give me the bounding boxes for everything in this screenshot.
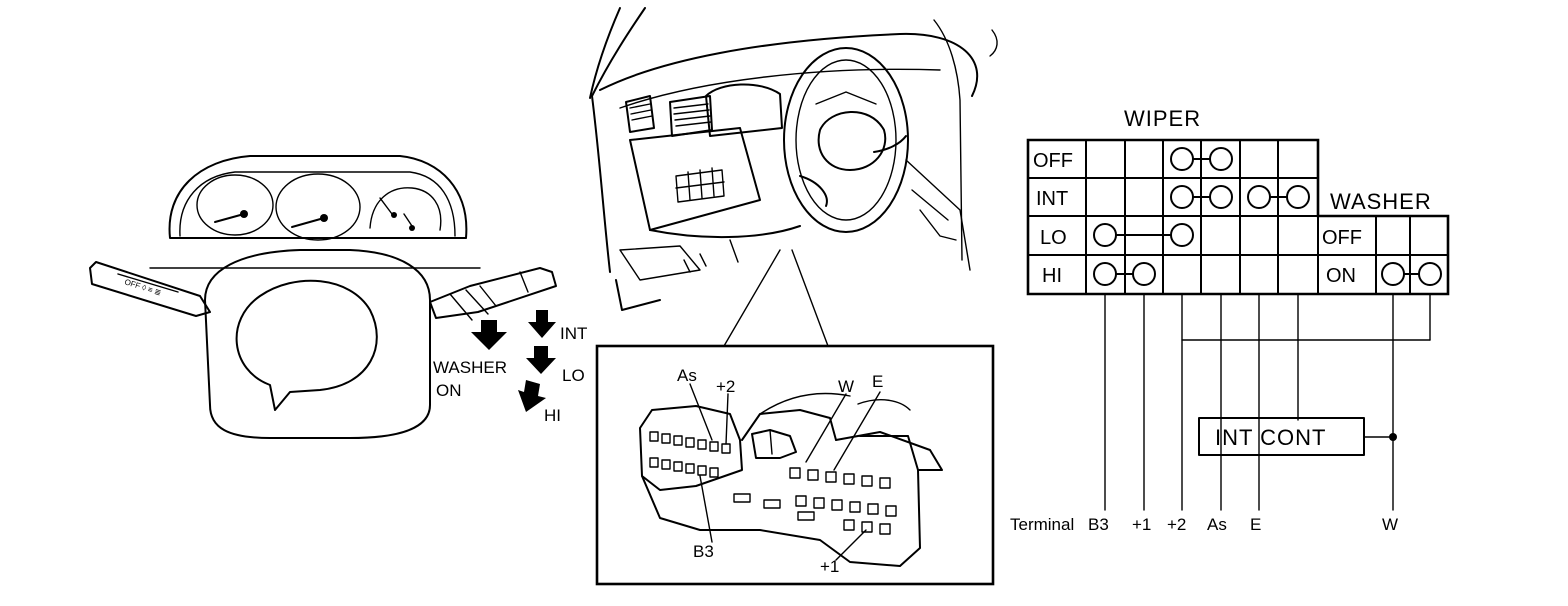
- washer-off-label: OFF: [1322, 227, 1362, 249]
- terminal-plus2-label: +2: [1167, 515, 1186, 534]
- int-cont-box: [1198, 417, 1365, 456]
- int-label: INT: [560, 324, 587, 343]
- wiper-title: WIPER: [1124, 106, 1201, 131]
- pin-as-label: As: [677, 366, 697, 385]
- dashboard-illustration: [589, 7, 998, 347]
- pin-w-label: W: [838, 377, 854, 396]
- terminal-as-label: As: [1207, 515, 1227, 534]
- wiper-grid: [1026, 138, 1450, 296]
- lo-label: LO: [562, 366, 585, 385]
- washer-on-label: ON: [1326, 265, 1356, 287]
- washer-arrow: [471, 320, 507, 350]
- washer-label: WASHER: [433, 358, 507, 377]
- terminal-prefix-label: Terminal: [1010, 515, 1074, 534]
- continuity-markers: [1093, 147, 1442, 286]
- lo-arrow: [526, 346, 556, 374]
- row-off-label: OFF: [1033, 150, 1073, 172]
- wiring-lines: [1104, 293, 1431, 511]
- pin-b3-label: B3: [693, 542, 714, 561]
- pin-plus2-label: +2: [716, 377, 735, 396]
- row-int-label: INT: [1036, 188, 1068, 210]
- washer-on-label: ON: [436, 381, 462, 400]
- pin-e-label: E: [872, 372, 883, 391]
- hi-arrow: [518, 380, 546, 412]
- switch-direction-arrows: [471, 310, 556, 412]
- row-lo-label: LO: [1040, 227, 1067, 249]
- terminal-b3-label: B3: [1088, 515, 1109, 534]
- combination-switch-illustration: OFF ◊ ≡ ≣: [89, 155, 557, 439]
- connector-detail-box: [595, 344, 995, 586]
- connector-illustration: [639, 383, 943, 567]
- pin-plus1-label: +1: [820, 557, 839, 576]
- int-arrow: [528, 310, 556, 338]
- terminal-e-label: E: [1250, 515, 1261, 534]
- washer-title: WASHER: [1330, 189, 1432, 214]
- hi-label: HI: [544, 406, 561, 425]
- terminal-w-label: W: [1382, 515, 1398, 534]
- terminal-plus1-label: +1: [1132, 515, 1151, 534]
- row-hi-label: HI: [1042, 265, 1062, 287]
- int-cont-label: INT CONT: [1215, 425, 1326, 450]
